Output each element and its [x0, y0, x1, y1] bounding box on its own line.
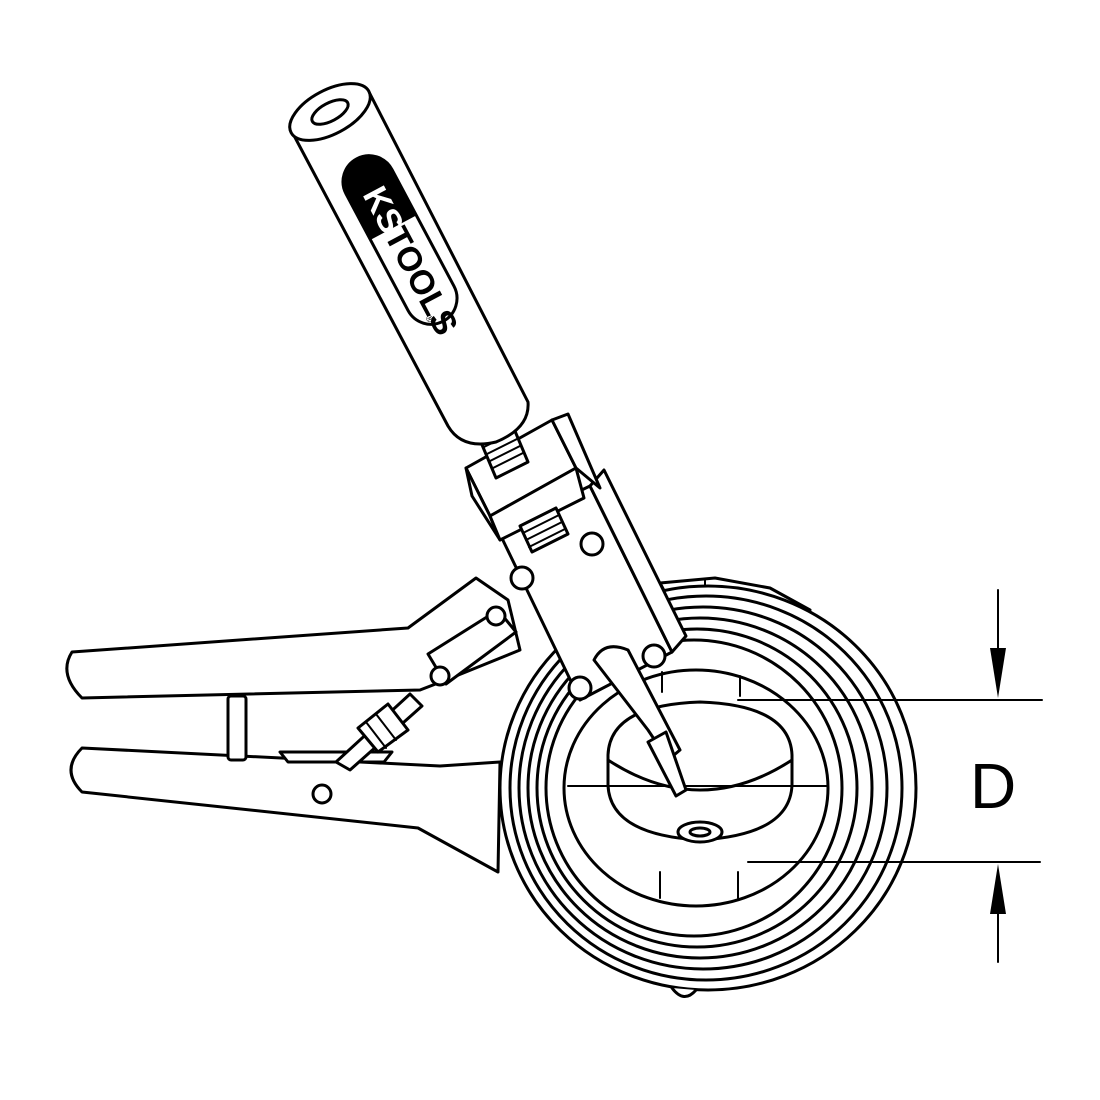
handle-pivot	[485, 605, 507, 627]
arm-bolt	[579, 531, 605, 557]
thread-line	[486, 438, 518, 455]
logo-registered-mark: ®	[423, 313, 435, 324]
ring-groove-4	[535, 627, 859, 949]
ring-groove-2	[517, 605, 889, 971]
thread-line	[492, 452, 524, 469]
feed-handle[interactable]: KS TOOLS ®	[281, 72, 530, 446]
nut-block-front	[488, 466, 586, 542]
bore-inner-curve	[606, 758, 794, 792]
thread-line	[528, 528, 566, 548]
blade-tip	[646, 730, 688, 798]
ring-bottom-nub	[670, 986, 698, 998]
bottom-slot-inner	[688, 826, 712, 838]
dimension-d: D	[737, 589, 1043, 963]
handle-end-hole	[310, 98, 350, 126]
cutting-blade	[592, 645, 688, 798]
upper-handle	[65, 576, 522, 700]
thread-line	[489, 445, 521, 462]
dimension-arrow-top	[990, 648, 1006, 698]
lower-handle-grip	[69, 746, 502, 874]
thread-line	[525, 521, 563, 541]
knob-knurl	[375, 713, 397, 741]
upper-handle-grip	[65, 576, 522, 700]
ring-groove-1	[508, 594, 904, 982]
handle-pivot	[429, 665, 451, 687]
adjusting-linkage	[334, 692, 424, 772]
thread-line	[522, 514, 560, 534]
dimension-label: D	[970, 750, 1016, 822]
arm-bolt	[567, 675, 593, 701]
arm-bolt	[641, 643, 667, 669]
pipe-bore	[606, 700, 794, 842]
lower-handle	[69, 694, 502, 874]
bottom-slot	[676, 820, 724, 844]
knob-knurl	[365, 721, 387, 749]
ring-groove-5	[544, 638, 844, 938]
dimension-arrow-bottom	[990, 864, 1006, 914]
linkage-knob	[356, 702, 410, 754]
swing-arm-side	[588, 468, 688, 654]
ring-groove-3	[526, 616, 874, 960]
arm-bolt	[509, 565, 535, 591]
nut-block-side	[550, 412, 602, 490]
lower-handle-rivet	[311, 783, 333, 805]
stop-post	[226, 694, 248, 762]
logo-black-badge	[343, 155, 417, 240]
